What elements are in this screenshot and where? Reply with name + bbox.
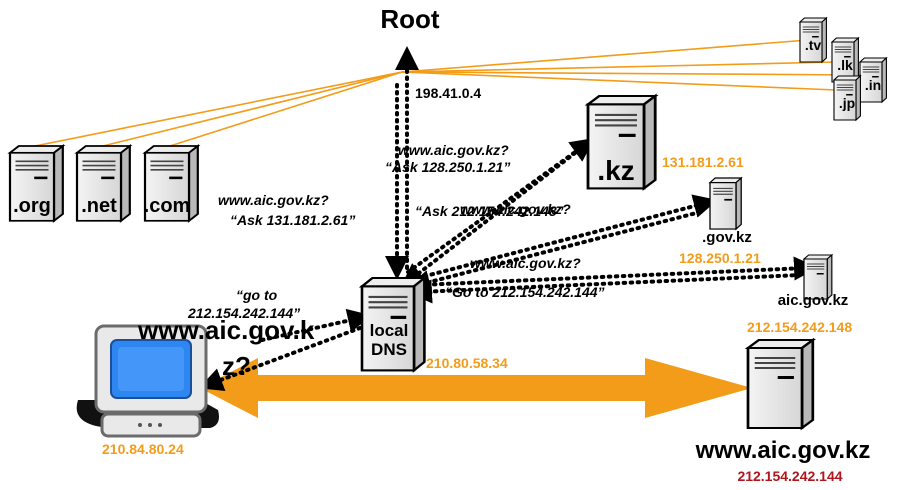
server-net: .net (75, 144, 131, 222)
server-com: .com (144, 144, 199, 222)
arrow-from-gov (406, 210, 702, 294)
arrow-from-aic (408, 273, 802, 304)
tld-lk-label: .lk (837, 57, 853, 73)
msg-q-root: www.aic.gov.kz? (218, 192, 329, 208)
msg-reply-line2: 212.154.242.144” (187, 305, 300, 321)
http-connection-arrow (200, 358, 752, 418)
tld-org-label: .org (13, 195, 51, 217)
msg-a-root: “Ask 131.181.2.61” (230, 212, 355, 228)
client-ip: 210.84.80.24 (102, 441, 184, 457)
server-kz: .kz (586, 94, 657, 190)
msg-reply-line1: “go to (236, 287, 278, 303)
kz-label: .kz (597, 155, 634, 186)
tld-com-label: .com (144, 195, 191, 217)
msg-q-kz: www.aic.gov.kz? (398, 142, 509, 158)
root-links (34, 39, 863, 147)
local-dns-line1: local (370, 321, 409, 340)
tld-tv-label: .tv (805, 37, 822, 53)
msg-a-aic: “Go to 212.154.242.144” (445, 284, 605, 300)
gov-ip: 128.250.1.21 (679, 250, 761, 266)
arrow-to-local-dns (260, 308, 372, 342)
gov-label: .gov.kz (702, 229, 752, 246)
arrow-to-gov (416, 194, 718, 280)
local-dns-line2: DNS (371, 340, 407, 359)
msg-a-gov: “Ask 212.154.242.148” (415, 203, 564, 219)
msg-a-kz: “Ask 128.250.1.21” (385, 159, 510, 175)
tld-in-label: .in (865, 77, 881, 93)
server-tv: .tv (799, 17, 827, 63)
arrow-from-kz (400, 151, 577, 288)
aic-ip: 212.154.242.148 (747, 319, 852, 335)
web-server-ip: 212.154.242.144 (737, 468, 842, 484)
client-query-line2: z? (222, 351, 251, 381)
server-lk: .lk (831, 37, 859, 83)
client-computer (76, 324, 220, 438)
kz-ip: 131.181.2.61 (662, 154, 744, 170)
client-query-line1: www.aic.gov.k (137, 315, 315, 345)
msg-q-aic: www.aic.gov.kz? (470, 255, 581, 271)
query-arrows (198, 46, 818, 392)
msg-q-gov: www.aic.gov.kz? (460, 201, 571, 217)
server-org: .org (8, 144, 64, 222)
arrow-to-aic (418, 256, 818, 287)
server-jp: .jp (833, 75, 861, 121)
local-dns-ip: 210.80.58.34 (426, 355, 508, 371)
server-in: .in (859, 57, 887, 103)
server-web (746, 338, 815, 430)
arrow-to-client (198, 326, 362, 392)
server-gov (709, 177, 742, 230)
aic-label: aic.gov.kz (778, 292, 849, 309)
tld-net-label: .net (81, 195, 117, 217)
tld-jp-label: .jp (839, 95, 855, 111)
web-server-label: www.aic.gov.kz (695, 437, 871, 464)
server-local-dns: local DNS (360, 276, 426, 372)
root-label: Root (380, 4, 440, 34)
root-ip: 198.41.0.4 (415, 85, 481, 101)
